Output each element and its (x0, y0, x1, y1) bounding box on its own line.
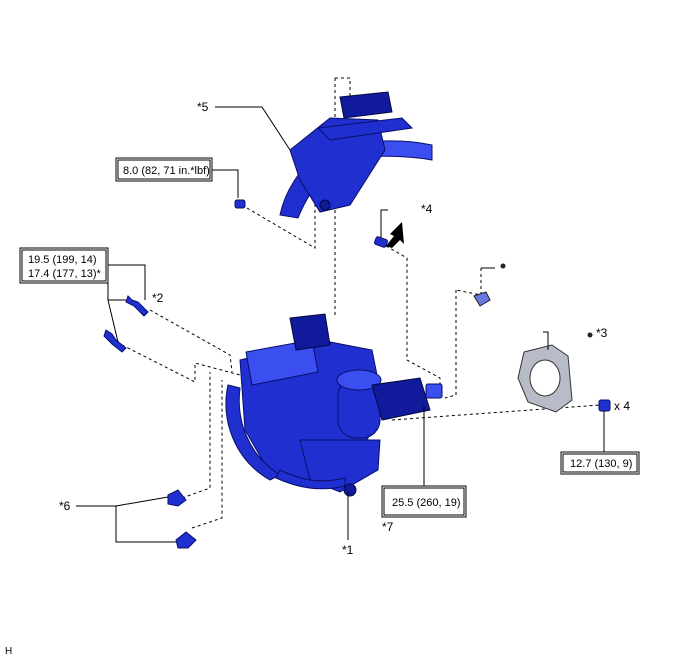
quantity-label: x 4 (614, 399, 630, 413)
torque-value-4: 25.5 (260, 19) (392, 497, 461, 509)
callout-6: *6 (59, 499, 71, 513)
mark-dot (587, 332, 593, 338)
callout-5: *5 (197, 100, 209, 114)
bolt-star4 (374, 236, 388, 248)
mark-dot (500, 263, 506, 269)
callout-7: *7 (382, 520, 394, 534)
torque-value-3: 12.7 (130, 9) (570, 458, 632, 470)
small-parts (103, 199, 611, 549)
hose-ends-star6 (167, 489, 197, 549)
torque-box-1: 8.0 (82, 71 in.*lbf) (115, 157, 213, 182)
torque-value-2a: 19.5 (199, 14) (28, 254, 97, 266)
assembly-dashed-lines (121, 77, 601, 529)
callout-4: *4 (421, 202, 433, 216)
callout-1: *1 (342, 543, 354, 557)
torque-box-3: 12.7 (130, 9) (560, 451, 640, 475)
torque-box-2: 19.5 (199, 14) 17.4 (177, 13)* (19, 247, 109, 284)
torque-value-2b: 17.4 (177, 13)* (28, 268, 101, 280)
pipe-star2 (103, 295, 149, 353)
figure-code: H (5, 646, 12, 657)
front-arrow-icon (386, 222, 404, 248)
callout-3: *3 (596, 326, 608, 340)
callout-2: *2 (152, 291, 164, 305)
bolt-top-left (234, 199, 246, 209)
clip (473, 291, 491, 307)
gasket-star3 (517, 344, 573, 413)
main-actuator-assembly (225, 313, 443, 497)
torque-value-1: 8.0 (82, 71 in.*lbf) (123, 165, 210, 177)
nut-x4 (598, 399, 611, 412)
upper-pipe-assembly (279, 91, 433, 219)
torque-box-4: 25.5 (260, 19) (381, 485, 467, 518)
